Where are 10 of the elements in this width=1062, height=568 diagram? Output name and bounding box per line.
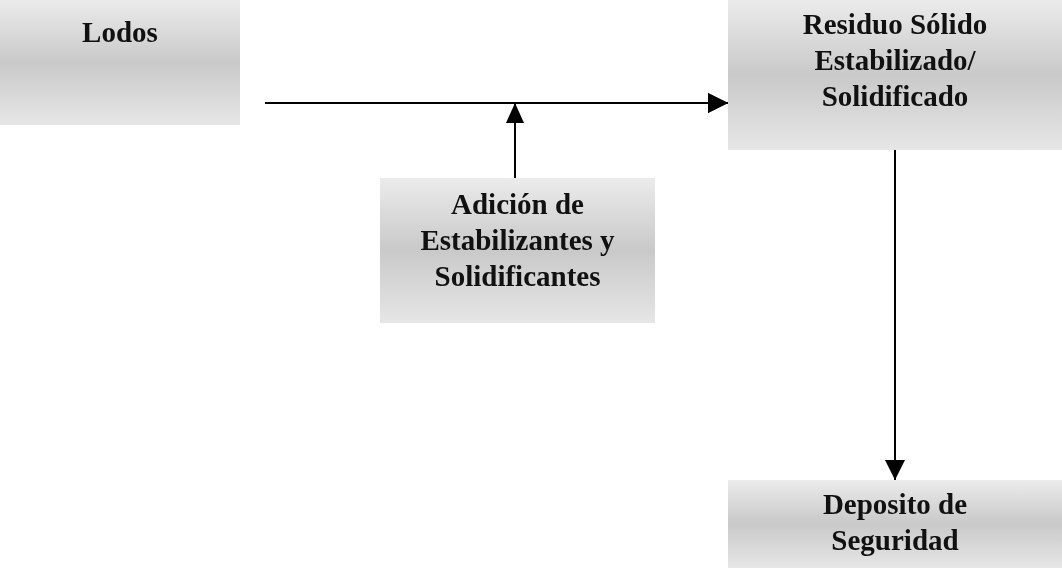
box-label: Lodos — [82, 15, 158, 50]
process-box — [380, 178, 655, 323]
box-label: Adición de Estabilizantes y Solidificantes — [419, 187, 616, 294]
box-label: Deposito de Seguridad — [821, 487, 969, 558]
arrow — [506, 93, 729, 179]
arrow — [885, 149, 905, 481]
process-box — [0, 0, 240, 125]
process-box — [728, 0, 1062, 150]
box-label: Residuo Sólido Estabilizado/ Solidificado — [801, 7, 989, 114]
process-box — [728, 480, 1062, 568]
